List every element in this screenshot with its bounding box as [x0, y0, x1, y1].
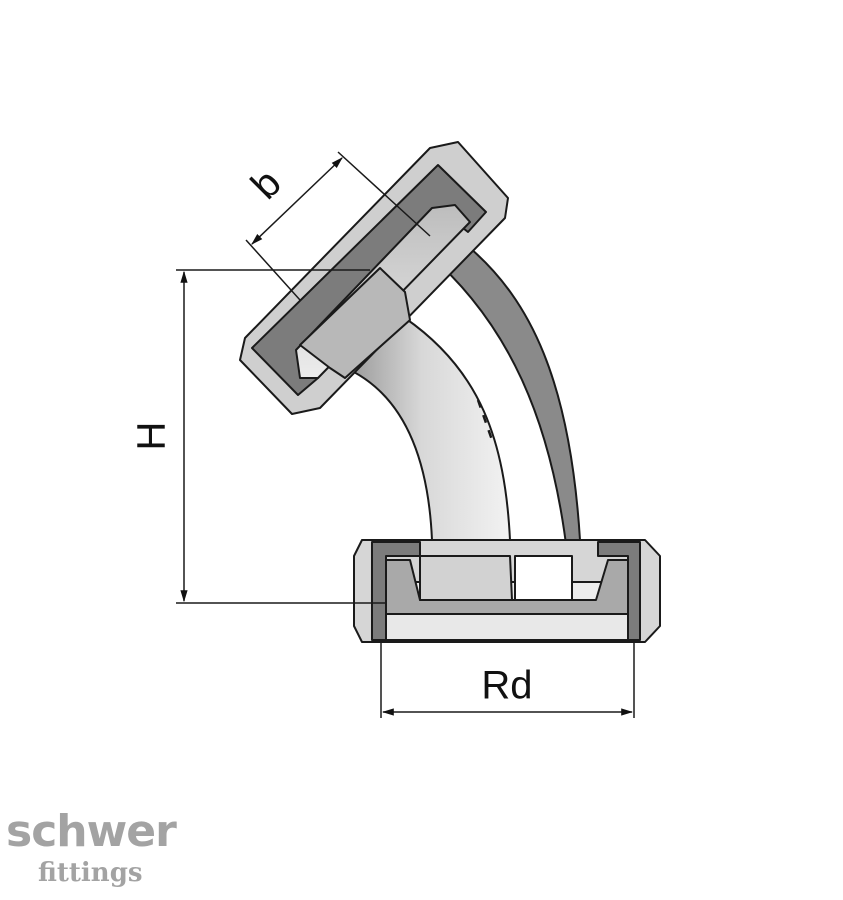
dimension-h-label: H — [130, 422, 174, 451]
upper-flange — [239, 141, 509, 415]
lower-flange-bore-right — [514, 555, 573, 601]
brand-subtitle: fittings — [38, 858, 143, 888]
lower-flange-bore — [419, 555, 513, 601]
lower-flange — [353, 539, 661, 643]
dimension-b-label: b — [243, 161, 290, 208]
centerline-mark — [476, 399, 494, 441]
brand-logo: schwer fittings — [6, 808, 186, 898]
dimension-rd — [380, 642, 635, 718]
dimension-rd-label: Rd — [481, 664, 532, 708]
dimension-h — [176, 269, 386, 604]
dimension-b-extension-2 — [337, 151, 431, 237]
lower-flange-face — [385, 613, 629, 641]
upper-flange-neck — [299, 267, 411, 379]
brand-name: schwer — [6, 806, 177, 857]
dimension-b-line — [251, 157, 343, 245]
lower-flange-left-section — [371, 541, 421, 641]
